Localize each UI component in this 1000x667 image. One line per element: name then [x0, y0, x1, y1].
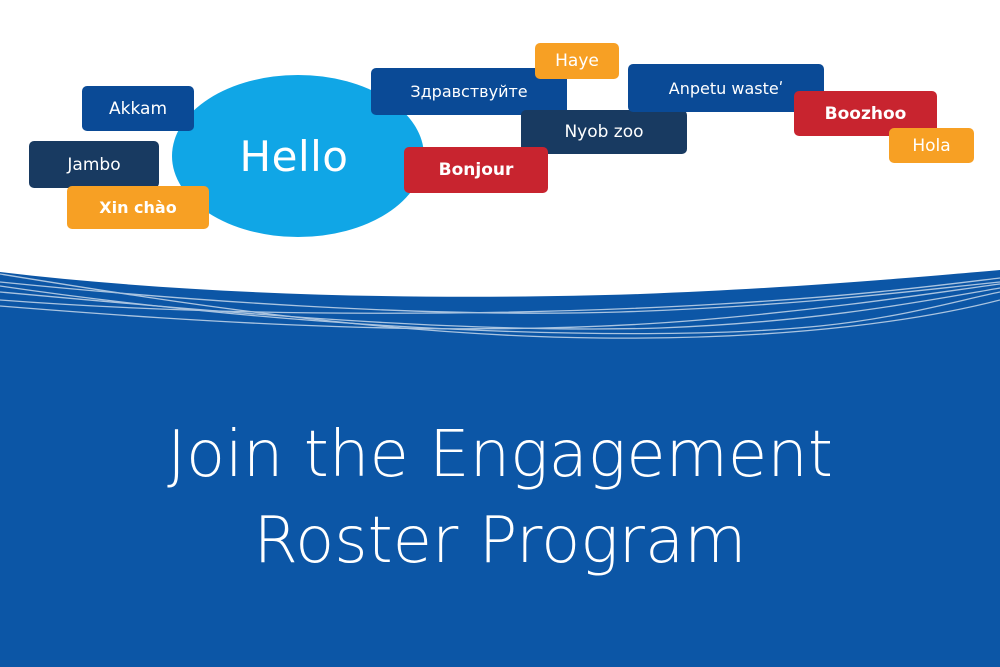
- greeting-label: Boozhoo: [824, 103, 907, 124]
- greeting-label: Xin chào: [99, 198, 177, 217]
- headline-line-1: Join the Engagement: [167, 418, 833, 492]
- greeting-tag-jambo: Jambo: [29, 141, 159, 188]
- greeting-tag-bonjour: Bonjour: [404, 147, 548, 193]
- greeting-label: Bonjour: [438, 160, 514, 180]
- greeting-label: Haye: [555, 51, 599, 71]
- greeting-tag-anpetu-waste: Anpetu wasteʹ: [628, 64, 824, 112]
- greeting-tag-nyob-zoo: Nyob zoo: [521, 110, 687, 154]
- greeting-tag-xin-chao: Xin chào: [67, 186, 209, 229]
- greeting-label: Anpetu wasteʹ: [668, 78, 784, 98]
- greeting-label: Здравствуйте: [410, 82, 528, 101]
- greeting-tag-akkam: Akkam: [82, 86, 194, 131]
- banner-fill: [0, 270, 1000, 667]
- greeting-tag-haye: Haye: [535, 43, 619, 79]
- hero-word: Hello: [239, 131, 349, 181]
- greeting-label: Jambo: [67, 154, 121, 175]
- greeting-tag-hola: Hola: [889, 128, 974, 163]
- greeting-label: Hola: [912, 135, 951, 156]
- greeting-label: Nyob zoo: [564, 122, 644, 142]
- headline: Join the Engagement Roster Program: [0, 412, 1000, 584]
- wave-lines: [0, 273, 1000, 339]
- greeting-tag-zdravstvuyte: Здравствуйте: [371, 68, 567, 115]
- headline-line-2: Roster Program: [253, 504, 747, 578]
- greeting-label: Akkam: [109, 98, 167, 119]
